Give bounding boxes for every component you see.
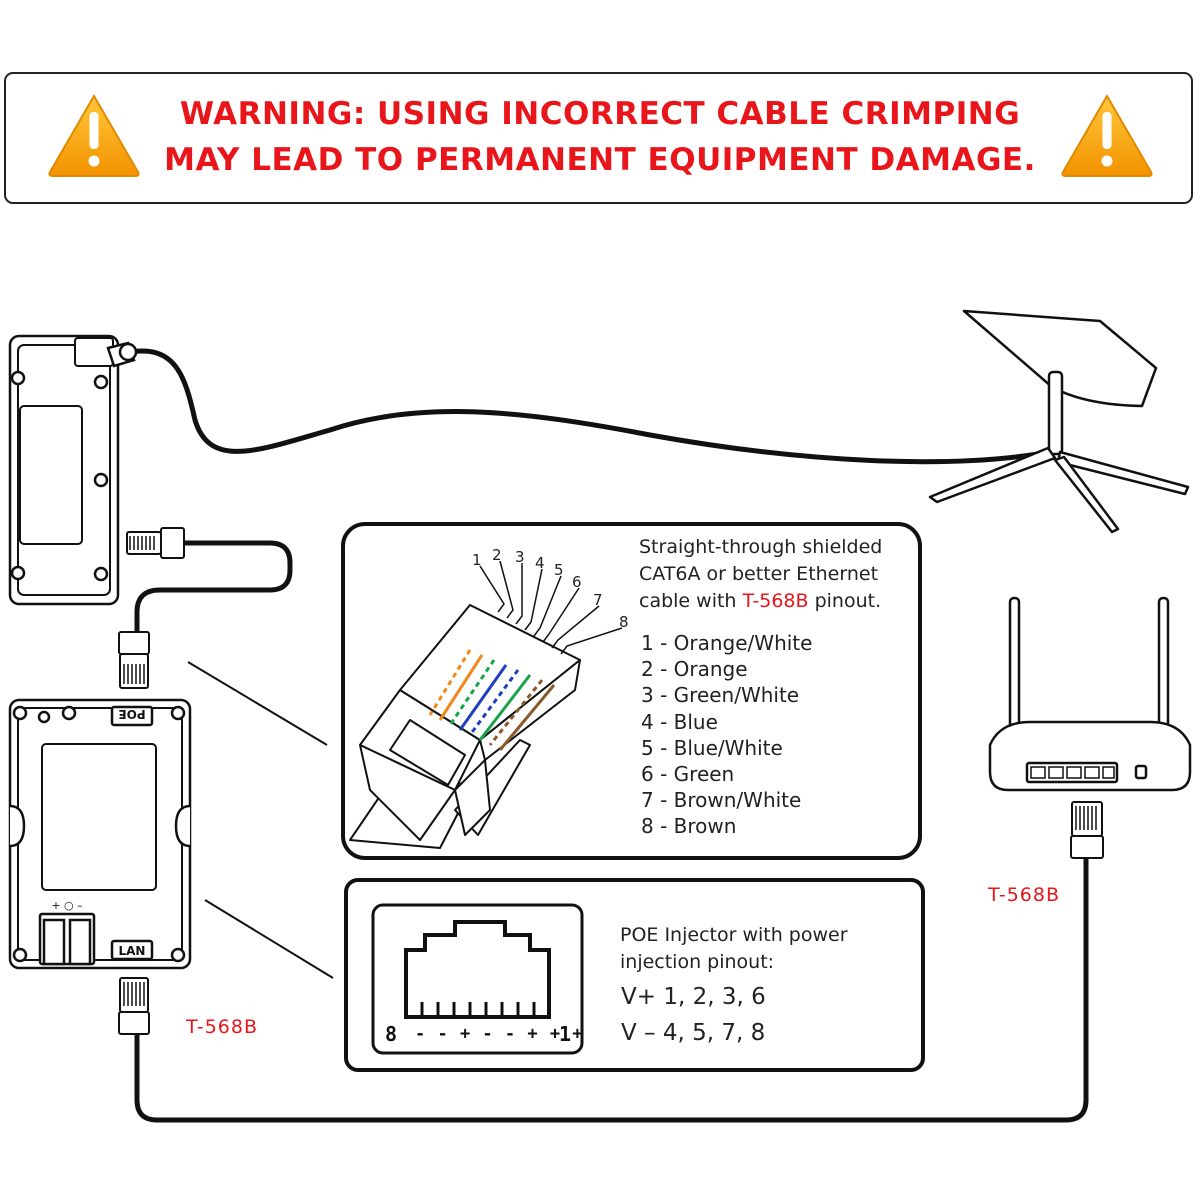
pin-number-label: 1 [472, 551, 482, 569]
pin-number-label: 2 [492, 546, 502, 564]
wifi-router-device [988, 596, 1192, 792]
poe-desc-line-2: injection pinout: [620, 951, 775, 973]
rj45-jack-outline [404, 920, 551, 1019]
pin-number-label: 3 [515, 548, 525, 566]
wire-6 [478, 674, 532, 741]
pin-number-label: 8 [619, 613, 629, 631]
wire-8 [498, 684, 556, 751]
t568b-highlight: T-568B [742, 590, 809, 612]
jack-pin-8-label: 8 [385, 1022, 398, 1046]
poe-vplus-pins: V+ 1, 2, 3, 6 [621, 984, 766, 1010]
pin-leader-6 [542, 587, 580, 643]
wire-1 [428, 649, 472, 716]
t568b-label-router: T-568B [988, 884, 1061, 906]
dish-cable [127, 348, 1053, 465]
wire-2 [438, 654, 484, 721]
pin-leader-5 [533, 575, 562, 637]
warning-text-line-2: MAY LEAD TO PERMANENT EQUIPMENT DAMAGE. [164, 142, 1036, 178]
pin-number-label: 4 [535, 554, 545, 572]
pin-color-item: 3 - Green/White [641, 683, 800, 708]
poe-injector-device [8, 698, 192, 970]
pin-leader-lines [479, 560, 623, 655]
wire-7 [488, 679, 544, 746]
pin-leader-7 [551, 605, 600, 649]
poe-terminal-label: + ○ – [51, 899, 82, 912]
rj45-plug-poe-top [118, 631, 150, 689]
cable-desc-line-3: cable with T-568B pinout. [639, 588, 881, 615]
pin-color-item: 5 - Blue/White [641, 735, 783, 760]
jack-pin-1-label: 1 [559, 1022, 572, 1046]
pin-leader-3 [515, 563, 523, 625]
poe-vminus-pins: V – 4, 5, 7, 8 [621, 1020, 766, 1046]
lan-cable [134, 852, 1089, 1123]
wire-4 [458, 664, 508, 731]
pin-color-item: 2 - Orange [641, 657, 748, 682]
warning-triangle-icon [48, 94, 140, 177]
rj45-plug-poe-bottom [118, 977, 150, 1035]
pin-number-label: 7 [593, 591, 603, 609]
warning-triangle-icon [1061, 94, 1153, 177]
pin-color-list: 1 - Orange/White 2 - Orange 3 - Green/Wh… [641, 630, 812, 840]
pin-leader-4 [524, 568, 543, 631]
warning-banner [4, 72, 1193, 204]
cable-desc-text: pinout. [808, 590, 882, 612]
pin-number-label: 5 [554, 561, 564, 579]
pin-color-item: 6 - Green [641, 762, 735, 787]
rj45-connector-illustration [349, 604, 581, 849]
wire-3 [448, 659, 496, 726]
pin-color-item: 8 - Brown [641, 814, 737, 839]
jack-polarity-signs: - - + - - + + + [415, 1024, 584, 1044]
satellite-dish [928, 309, 1190, 534]
cable-desc-line-1: Straight-through shielded [639, 536, 883, 558]
rj45-plug-router [126, 527, 185, 559]
pin-leader-8 [560, 627, 623, 655]
poe-callout-line [204, 899, 334, 979]
cable-callout-line [187, 661, 328, 746]
t568b-label-poe: T-568B [186, 1016, 259, 1038]
pin-color-item: 4 - Blue [641, 709, 718, 734]
rj45-plug-wifi-router [1070, 801, 1104, 859]
pin-number-label: 6 [572, 573, 582, 591]
pin-leader-1 [479, 565, 505, 613]
pin-leader-2 [499, 560, 514, 619]
lan-port-label: LAN [119, 944, 146, 958]
cable-desc-line-2: CAT6A or better Ethernet [639, 563, 879, 585]
starlink-router-device [8, 334, 138, 606]
pin-color-item: 7 - Brown/White [641, 788, 802, 813]
poe-desc-line-1: POE Injector with power [620, 924, 848, 946]
wire-5 [468, 669, 520, 736]
cable-desc-text: cable with [639, 590, 743, 612]
poe-port-label: POE [118, 707, 145, 721]
connector-wires [428, 649, 556, 751]
warning-text-line-1: WARNING: USING INCORRECT CABLE CRIMPING [179, 96, 1021, 132]
pin-color-item: 1 - Orange/White [641, 631, 813, 655]
router-to-dish-power-cable [134, 540, 293, 643]
rj45-jack-pins [420, 1002, 536, 1017]
